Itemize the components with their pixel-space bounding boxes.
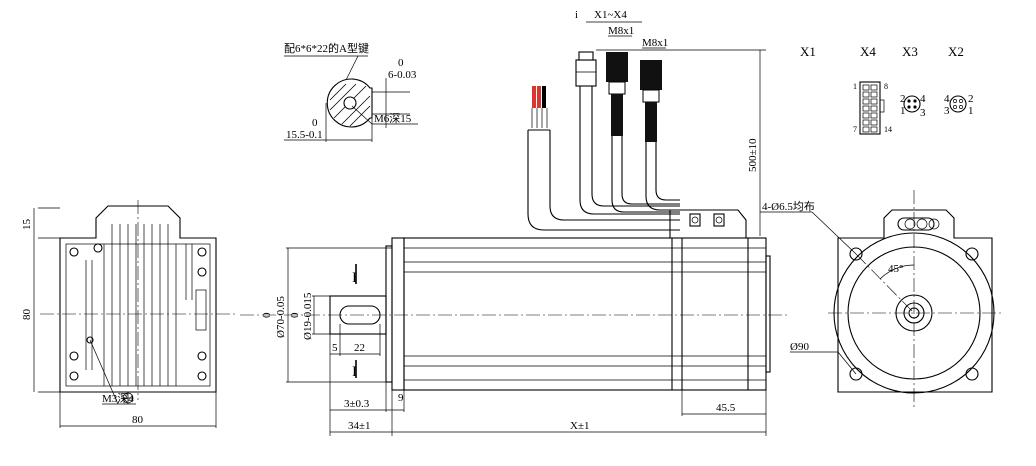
thread-left: M8x1 [608,25,634,37]
x3-pin-1: 1 [900,105,906,117]
x4-pin-14: 14 [884,125,892,134]
x2-label: X2 [948,44,964,59]
front-view: I I 0 Ø70-0.05 0 Ø19-0.015 5 22 3±0.3 9 … [240,209,790,436]
x3-label: X3 [902,44,918,59]
flange-tol-bottom: Ø70-0.05 [275,296,287,338]
key-depth-top: 0 [312,117,318,129]
cable-group-label: X1~X4 [594,9,627,21]
section-mark-bottom: I [352,364,357,380]
side-height-dim: 80 [21,309,33,321]
x2-pin-3: 3 [944,105,950,117]
cable-assembly: X1~X4 i M8x1 M8x1 [527,9,766,236]
key-depth-bottom: 15.5-0.1 [286,129,323,141]
x4-pin-8: 8 [884,82,888,91]
x2-pin-4: 4 [944,93,950,105]
key-offset: 5 [332,342,338,354]
x2-pin-2: 2 [968,93,974,105]
x3-pin-3: 3 [920,107,926,119]
shaft-tol-top: 0 [289,312,301,318]
body-length: X±1 [570,420,589,432]
flange-tol-top: 0 [261,312,273,318]
flange-thk: 3±0.3 [344,398,370,410]
x1-label: X1 [800,44,816,59]
side-width-dim: 80 [132,414,144,426]
x3-pin-4: 4 [920,93,926,105]
pcd-dim: Ø90 [790,341,809,353]
key-width-top: 0 [398,57,404,69]
cable-group-prefix: i [575,9,578,21]
side-view: 15 80 80 M3深4 [21,200,236,428]
holes-note: 4-Ø6.5均布 [762,200,815,213]
rear-dim: 45.5 [716,402,736,414]
thread-note: M6深15 [374,112,412,125]
cooling-fins [85,224,207,386]
x3-pin-2: 2 [900,93,906,105]
thread-right: M8x1 [642,37,668,49]
flange-angle: 45° [888,263,903,275]
shaft-tol-bottom: Ø19-0.015 [302,292,314,340]
x4-label: X4 [860,44,876,59]
key-width-bottom: 6-0.03 [388,69,417,81]
side-top-dim: 15 [21,219,33,231]
x4-pins [862,84,878,133]
x2-pin-1: 1 [968,105,974,117]
key-section-view: 配6*6*22的A型键 0 6-0.03 M6深15 0 15.5-0.1 [284,41,418,142]
connector-pinouts: X1 X4 X3 X2 1 8 7 14 2 4 1 3 4 [800,44,974,135]
flange-gap: 9 [398,392,404,404]
x4-pin-7: 7 [853,125,857,134]
flange-view: 45° 4-Ø6.5均布 Ø90 [760,190,1004,410]
screw-note: M3深4 [102,392,134,405]
key-length: 22 [354,342,365,354]
shaft-length: 34±1 [348,420,371,432]
x4-pin-1: 1 [853,82,857,91]
cable-length-dim: 500±10 [747,138,759,172]
section-mark-top: I [352,270,357,286]
key-note: 配6*6*22的A型键 [284,41,369,55]
